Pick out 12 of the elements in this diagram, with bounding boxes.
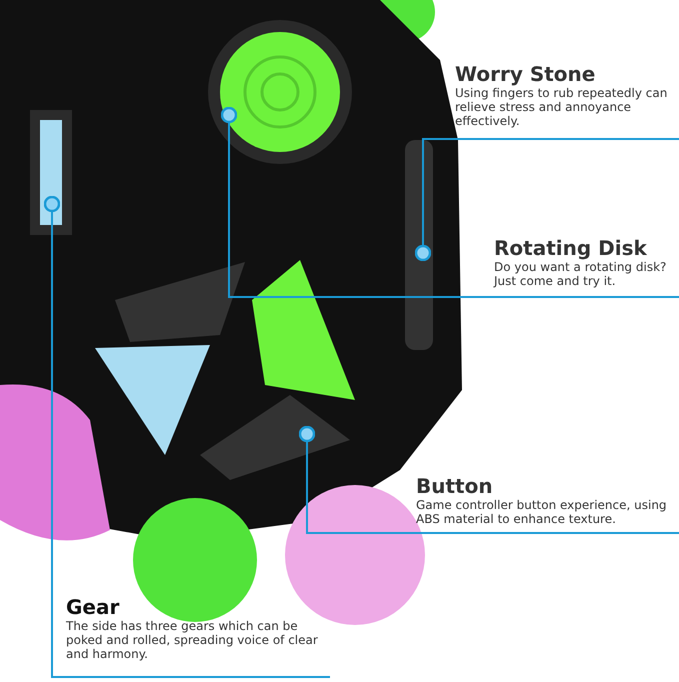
leader-line xyxy=(414,138,679,262)
callout-description: Game controller button experience, using ABS material to enhance texture. xyxy=(416,498,668,526)
callout-description: The side has three gears which can be poked and rolled, spreading voice of clear and harmony. xyxy=(66,619,319,661)
callout-description: Using fingers to rub repeatedly can relieve stress and annoyance effectively. xyxy=(455,86,668,128)
callout-heading: Button xyxy=(416,474,494,498)
callout-description: Do you want a rotating disk? Just come and try it. xyxy=(494,260,668,288)
callout-heading: Worry Stone xyxy=(455,62,596,86)
callout-heading: Rotating Disk xyxy=(494,236,648,260)
callout-heading: Gear xyxy=(66,595,120,619)
leader-line xyxy=(298,426,679,534)
leader-line xyxy=(220,106,679,298)
leader-line xyxy=(44,196,330,678)
